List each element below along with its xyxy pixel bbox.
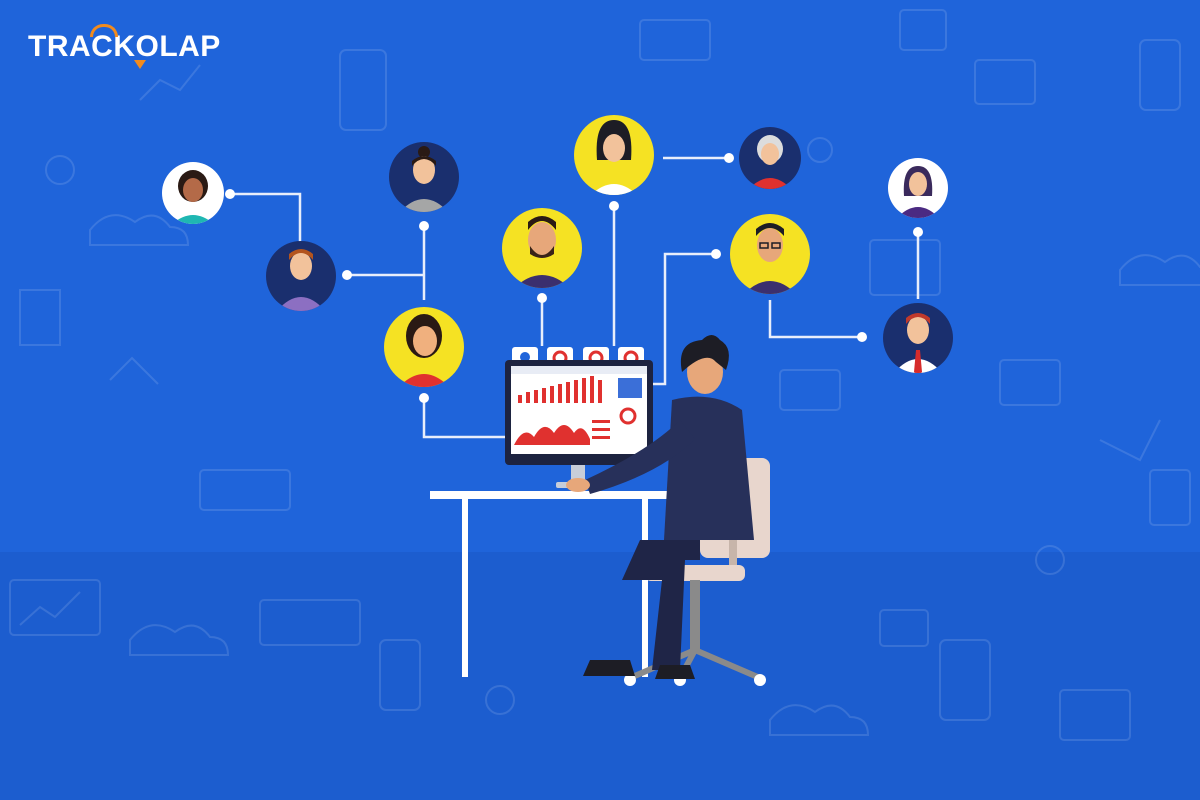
avatar-woman-bun — [389, 142, 459, 212]
desk — [430, 491, 671, 677]
businessman-figure — [566, 335, 754, 679]
avatar-woman-red — [384, 307, 464, 387]
avatar-man-purple — [266, 241, 336, 311]
avatar-elder-woman — [739, 127, 801, 189]
avatar-woman-purple — [888, 158, 948, 218]
avatar-woman-teal — [162, 162, 224, 224]
connector-dots — [225, 153, 923, 403]
avatar-man-beard — [502, 208, 582, 288]
avatar-man-tie — [883, 303, 953, 373]
brand-name: TRACKOLAP — [28, 30, 221, 63]
avatar-woman-longhair — [574, 115, 654, 195]
connector-lines — [230, 156, 920, 439]
brand-logo: TRACKOLAP — [28, 30, 221, 64]
monitor — [505, 360, 653, 488]
logo-pin-icon — [134, 60, 146, 69]
avatar-man-glasses — [730, 214, 810, 294]
logo-signal-icon — [90, 24, 118, 37]
